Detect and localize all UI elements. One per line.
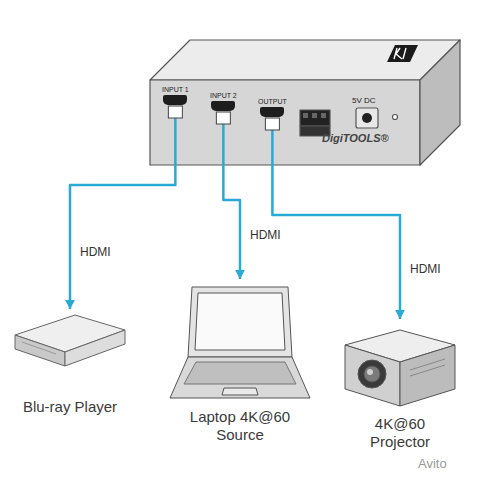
hdmi-cable xyxy=(216,112,245,279)
switcher-housing xyxy=(150,40,460,165)
brand-text: DigiTOOLS® xyxy=(322,132,389,144)
hdmi-plug xyxy=(168,106,182,118)
cable-line xyxy=(223,112,240,279)
arrow-head xyxy=(395,310,405,319)
device-label: Blu-ray Player xyxy=(10,398,130,416)
hdmi-plug xyxy=(265,118,279,130)
port-label: OUTPUT xyxy=(258,98,287,106)
hdmi-cable xyxy=(65,106,182,309)
device-label: 4K@60 Projector xyxy=(345,415,455,451)
port-label: INPUT 2 xyxy=(210,92,237,100)
port-label: INPUT 1 xyxy=(162,86,189,94)
hdmi-port: INPUT 1 xyxy=(162,86,189,105)
cable-line xyxy=(272,118,400,319)
cable-label: HDMI xyxy=(78,245,113,259)
arrow-head xyxy=(235,270,245,279)
switcher-box: DigiTOOLS® INPUT 1 INPUT 2 OUTPUT xyxy=(150,80,420,165)
hdmi-plug xyxy=(216,112,230,124)
hdmi-cable xyxy=(265,118,405,319)
hdmi-port: OUTPUT xyxy=(258,98,287,117)
projector-illustration xyxy=(345,330,455,406)
cable-line xyxy=(70,106,175,309)
laptop-device: Laptop 4K@60 Source xyxy=(170,280,310,444)
power-label: 5V DC xyxy=(352,96,376,105)
cable-label: HDMI xyxy=(408,262,443,276)
bluray-device: Blu-ray Player xyxy=(10,310,130,416)
hdmi-port: INPUT 2 xyxy=(210,92,237,111)
bluray-illustration xyxy=(15,315,125,366)
device-label: Laptop 4K@60 Source xyxy=(170,408,310,444)
arrow-head xyxy=(65,300,75,309)
laptop-illustration xyxy=(170,287,310,398)
watermark: Avito xyxy=(418,456,447,471)
hdmi-socket xyxy=(211,101,235,111)
cable-label: HDMI xyxy=(248,228,283,242)
projector-device: 4K@60 Projector xyxy=(345,320,455,451)
hdmi-socket xyxy=(163,95,187,105)
hdmi-socket xyxy=(260,107,284,117)
